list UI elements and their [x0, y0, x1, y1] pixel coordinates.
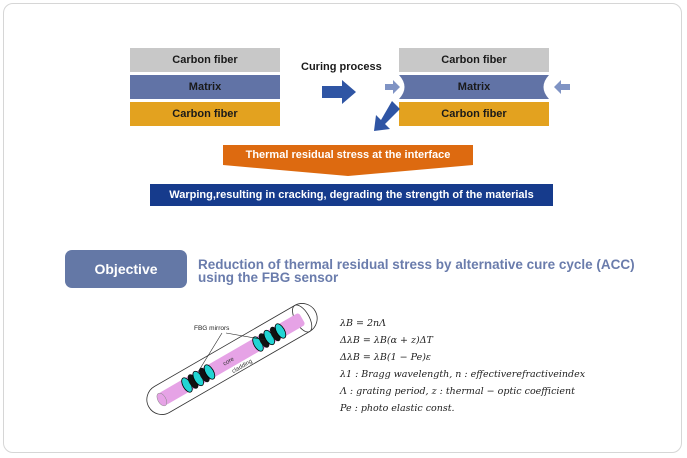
- equation-1: λB = 2nΛ: [340, 318, 387, 329]
- equation-6: Pe : photo elastic const.: [340, 403, 455, 414]
- warping-banner: Warping,resulting in cracking, degrading…: [150, 184, 553, 206]
- layer-label: Matrix: [457, 81, 491, 93]
- objective-button: Objective: [65, 250, 187, 288]
- left-carbon-fiber-top: Carbon fiber: [130, 48, 280, 72]
- stress-banner: Thermal residual stress at the interface: [245, 149, 451, 161]
- right-matrix: Matrix: [399, 75, 549, 99]
- left-carbon-fiber-bottom: Carbon fiber: [130, 102, 280, 126]
- layer-label: Carbon fiber: [172, 54, 238, 66]
- curing-process-label: Curing process: [301, 61, 382, 73]
- equation-2: ΔλB = λB(α + z)ΔT: [340, 335, 433, 346]
- objective-line-2: using the FBG sensor: [198, 270, 339, 285]
- right-carbon-fiber-bottom: Carbon fiber: [399, 102, 549, 126]
- objective-text: Reduction of thermal residual stress by …: [198, 257, 668, 285]
- layer-label: Carbon fiber: [172, 108, 238, 120]
- layer-label: Matrix: [188, 81, 222, 93]
- equation-4: λ1 : Bragg wavelength, n : effectiverefr…: [340, 369, 586, 380]
- left-matrix: Matrix: [130, 75, 280, 99]
- equation-3: ΔλB = λB(1 − Pe)ε: [340, 352, 432, 363]
- layer-label: Carbon fiber: [441, 54, 507, 66]
- equation-5: Λ : grating period, z : thermal − optic …: [340, 386, 575, 397]
- objective-line-1: Reduction of thermal residual stress by …: [198, 257, 635, 272]
- diagram-frame: [3, 3, 682, 453]
- right-carbon-fiber-top: Carbon fiber: [399, 48, 549, 72]
- layer-label: Carbon fiber: [441, 108, 507, 120]
